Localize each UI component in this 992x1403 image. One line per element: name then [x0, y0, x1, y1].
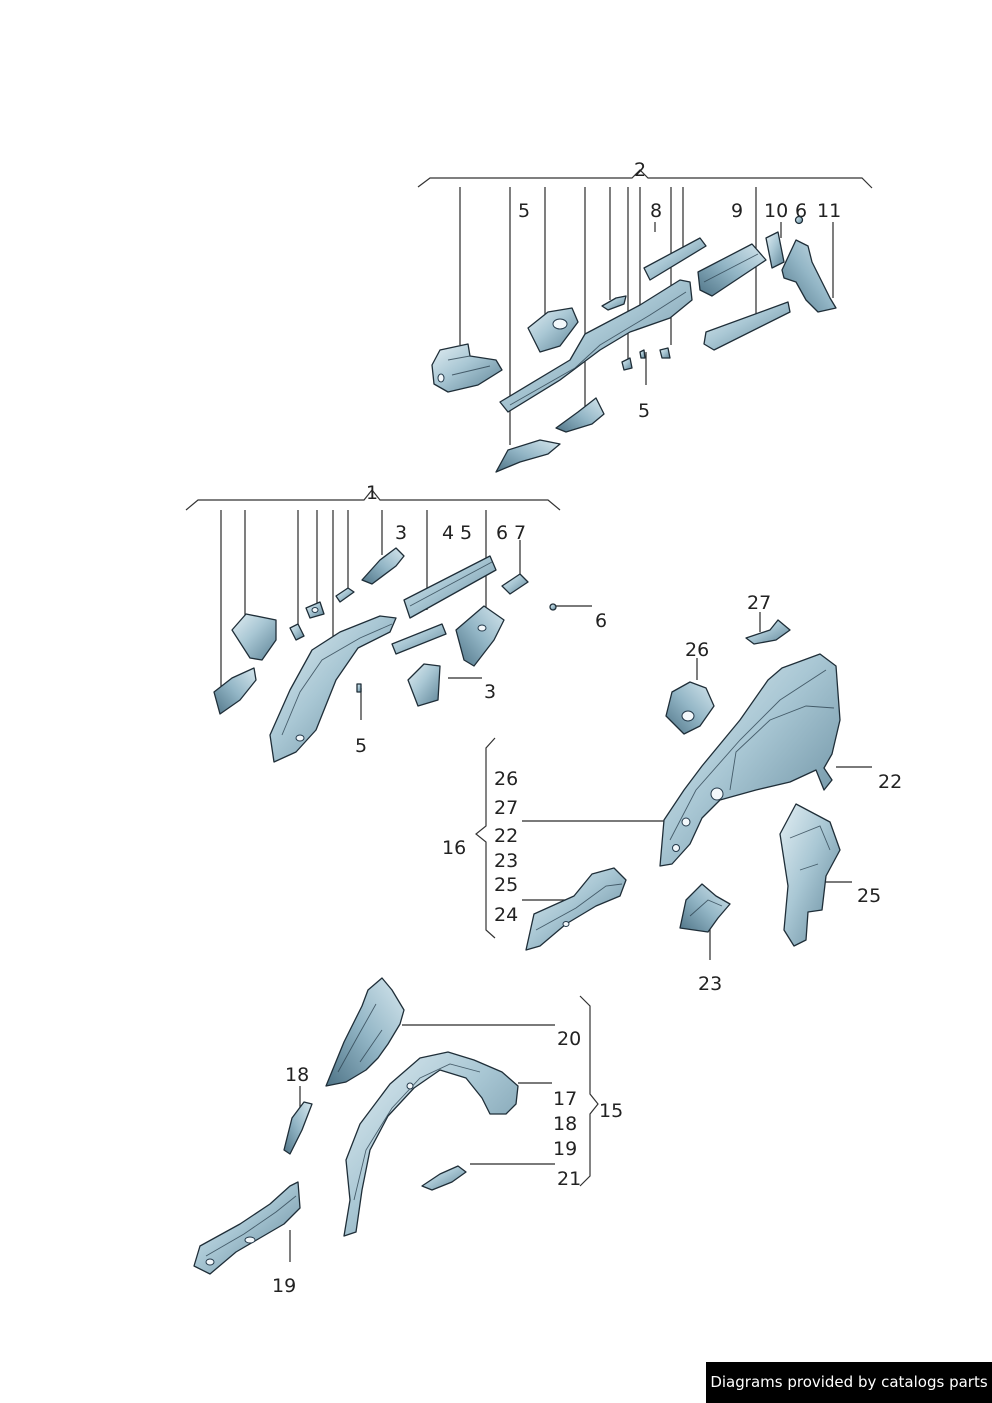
part-box-bracket [231, 613, 277, 661]
group-16-item-5: 25 [494, 874, 518, 896]
part-small-tabs [621, 347, 671, 371]
group-15-item-4: 21 [557, 1168, 581, 1190]
callout-26: 26 [685, 639, 709, 661]
brace-group-2 [417, 169, 873, 189]
callout-20: 20 [557, 1028, 581, 1050]
part-small-plate-b [305, 601, 325, 619]
group-15-item-1: 17 [553, 1088, 577, 1110]
footer-credit: Diagrams provided by catalogs parts [706, 1362, 992, 1403]
callout-6-right: 6 [595, 610, 607, 632]
part-bracket-3-lower [407, 663, 441, 707]
group-1: 1 3 4 5 6 7 6 3 5 [185, 482, 607, 763]
part-bracket-21 [421, 1165, 467, 1191]
part-pillar-25 [779, 803, 841, 947]
part-gusset-5 [495, 439, 561, 473]
part-bracket-right [455, 605, 505, 667]
callout-8: 8 [650, 200, 662, 222]
callout-18: 18 [285, 1064, 309, 1086]
part-wheelhouse-22 [659, 653, 841, 867]
part-pillar-20 [325, 977, 405, 1087]
callout-3-lower: 3 [484, 681, 496, 703]
part-clip [601, 295, 627, 311]
callout-5: 5 [460, 522, 472, 544]
group-16-item-2: 27 [494, 797, 518, 819]
callout-5-lower: 5 [638, 400, 650, 422]
part-clip [335, 587, 355, 603]
callout-2: 2 [634, 159, 646, 181]
group-15: 15 17 18 19 21 20 18 19 [193, 977, 623, 1297]
part-strip [703, 301, 791, 351]
brace-group-16 [475, 737, 496, 939]
callout-23: 23 [698, 973, 722, 995]
callout-1: 1 [366, 482, 378, 504]
part-panel-26 [665, 681, 715, 735]
callout-25: 25 [857, 885, 881, 907]
part-pin-5 [356, 683, 362, 693]
callout-15: 15 [599, 1100, 623, 1122]
part-rivet-6 [794, 215, 804, 225]
group-16-item-3: 22 [494, 825, 518, 847]
callout-4: 4 [442, 522, 454, 544]
callout-5: 5 [518, 200, 530, 222]
callout-7: 7 [514, 522, 526, 544]
callout-22: 22 [878, 771, 902, 793]
part-long-member [499, 279, 693, 413]
part-bracket-27 [745, 619, 791, 645]
part-rail-8 [643, 237, 707, 281]
part-bracket-11 [781, 239, 837, 313]
part-tab-7 [501, 573, 529, 595]
brace-group-1 [185, 489, 561, 511]
group-15-item-3: 19 [553, 1138, 577, 1160]
part-channel-9 [697, 243, 767, 297]
callout-6: 6 [496, 522, 508, 544]
callout-10: 10 [764, 200, 788, 222]
group-16-item-4: 23 [494, 850, 518, 872]
part-bracket-small [555, 397, 605, 433]
callout-19: 19 [272, 1275, 296, 1297]
callout-5-lower: 5 [355, 735, 367, 757]
part-plate-upper [527, 307, 579, 353]
part-channel-4 [403, 555, 497, 619]
part-rivet-6 [549, 603, 557, 611]
group-15-item-2: 18 [553, 1113, 577, 1135]
callout-11: 11 [817, 200, 841, 222]
part-bracket-left [213, 667, 257, 715]
part-small-plate-a [289, 623, 305, 641]
part-strip-lower [391, 623, 447, 655]
part-bracket-23 [679, 883, 731, 933]
part-sill-24 [525, 867, 627, 951]
part-bracket-3 [361, 547, 405, 585]
callout-9: 9 [731, 200, 743, 222]
callout-16: 16 [442, 837, 466, 859]
brace-group-15 [579, 995, 599, 1187]
part-plate-10 [765, 231, 785, 269]
part-member-long [269, 615, 397, 763]
group-16-item-6: 24 [494, 904, 518, 926]
part-wheelarch-17 [343, 1051, 519, 1237]
part-bracket-18 [283, 1101, 313, 1155]
callout-3: 3 [395, 522, 407, 544]
group-2: 2 5 8 9 10 6 11 5 [417, 159, 873, 473]
group-16-item-1: 26 [494, 768, 518, 790]
part-bracket-left [431, 343, 503, 393]
callout-27: 27 [747, 592, 771, 614]
part-sill-19 [193, 1181, 301, 1275]
group-16: 16 26 27 22 23 25 24 27 26 22 25 23 [442, 592, 902, 995]
